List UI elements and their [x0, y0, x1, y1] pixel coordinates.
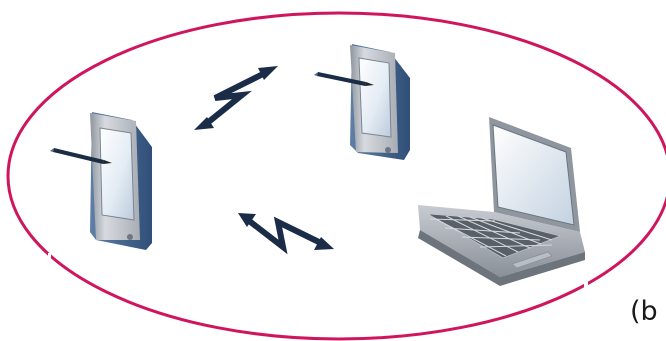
figure-label: (b	[630, 296, 658, 327]
wireless-link-icon	[238, 213, 334, 255]
stylus-icon	[50, 148, 112, 164]
tablet-with-stylus-icon	[50, 112, 152, 250]
laptop-icon	[418, 117, 585, 286]
boundary-gap	[584, 276, 588, 290]
boundary-gap	[48, 253, 51, 267]
network-boundary-ellipse	[6, 11, 666, 341]
stylus-icon	[314, 72, 374, 86]
tablet-with-stylus-icon	[314, 44, 410, 160]
wireless-link-icon	[194, 66, 278, 130]
